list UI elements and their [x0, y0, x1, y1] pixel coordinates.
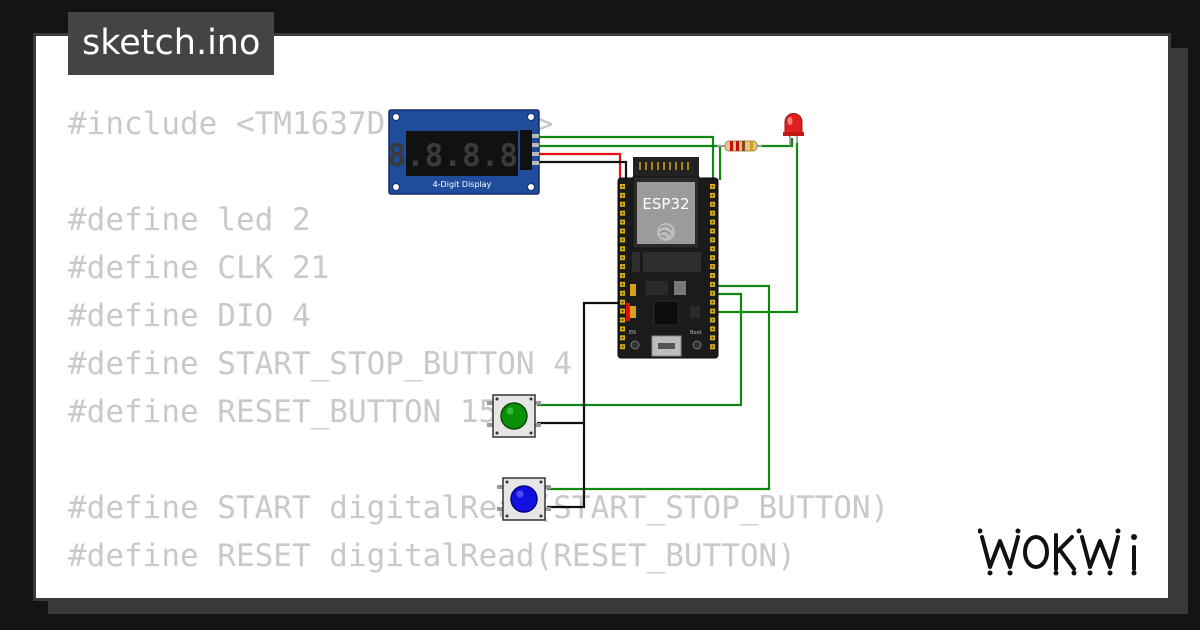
code-line: #define START_STOP_BUTTON 4: [68, 346, 572, 382]
pin-hole: [621, 265, 624, 268]
pin-hole: [711, 310, 714, 313]
pin-hole: [711, 212, 714, 215]
pin-hole: [711, 318, 714, 322]
wokwi-logo: [978, 528, 1137, 576]
code-line: #define START digitalRead(START_STOP_BUT…: [68, 490, 890, 526]
pin-hole: [711, 345, 714, 348]
display-label: 4-Digit Display: [433, 180, 492, 189]
pin-hole: [711, 238, 714, 241]
pin-hole: [621, 212, 624, 215]
pin-hole: [621, 229, 624, 233]
pin-hole: [621, 292, 624, 295]
board-label: ESP32: [642, 195, 689, 213]
tm1637-display[interactable]: 8.8.8.8. 4-Digit Display: [387, 109, 540, 195]
code-line: #define RESET digitalRead(RESET_BUTTON): [68, 538, 796, 574]
sketch-filename-tab: sketch.ino: [68, 12, 275, 75]
pin-hole: [711, 301, 714, 304]
wire-display-vcc: [538, 152, 622, 180]
resistor[interactable]: [717, 140, 762, 152]
pin-hole: [711, 221, 714, 224]
pin-hole: [711, 274, 714, 277]
pin-hole: [621, 185, 624, 188]
code-line: #define DIO 4: [68, 298, 311, 334]
pin-hole: [711, 336, 714, 339]
pin-hole: [621, 336, 624, 339]
wire-gnd-buttons: [547, 301, 620, 509]
left-pin-header: [620, 184, 625, 350]
pin-hole: [621, 327, 624, 330]
start-stop-pushbutton[interactable]: [497, 477, 551, 521]
wire-board-reset-button: [537, 292, 743, 407]
code-line: #define led 2: [68, 202, 311, 238]
led[interactable]: [783, 113, 804, 147]
pin-hole: [621, 203, 624, 206]
pin-hole: [621, 256, 624, 259]
pin-hole: [621, 310, 624, 313]
pin-hole: [711, 256, 714, 259]
right-pin-header: [710, 184, 715, 350]
pin-hole: [621, 283, 624, 286]
en-label: EN: [629, 330, 636, 336]
pin-hole: [621, 318, 624, 322]
code-line: #define RESET_BUTTON 15: [68, 394, 498, 430]
wire-board-start-button: [547, 284, 771, 491]
start-stop-button-cap[interactable]: [510, 485, 538, 513]
pin-hole: [621, 274, 624, 277]
preview-card: [33, 33, 1171, 601]
reset-button-cap[interactable]: [500, 402, 528, 430]
boot-label: Boot: [690, 330, 702, 336]
pin-hole: [621, 301, 624, 304]
reset-pushbutton[interactable]: [487, 394, 541, 438]
esp32-board[interactable]: ESP32 EN Boot: [617, 157, 719, 359]
pin-hole: [711, 185, 714, 188]
pin-hole: [711, 265, 714, 268]
pin-hole: [711, 327, 714, 330]
pin-hole: [711, 283, 714, 286]
pin-hole: [621, 345, 624, 348]
wire-resistor-led: [760, 138, 794, 148]
pin-hole: [621, 247, 624, 250]
pin-hole: [711, 292, 714, 295]
code-line: #define CLK 21: [68, 250, 330, 286]
display-digits: 8.8.8.8.: [387, 138, 536, 174]
wire-display-clk: [538, 135, 715, 180]
pin-hole: [711, 247, 714, 250]
wires: [537, 135, 799, 509]
pin-hole: [711, 203, 714, 206]
pin-hole: [621, 194, 624, 197]
pin-hole: [621, 221, 624, 224]
pin-hole: [621, 238, 624, 241]
pin-hole: [711, 229, 714, 233]
pin-hole: [711, 194, 714, 197]
wire-display-gnd: [538, 160, 628, 180]
